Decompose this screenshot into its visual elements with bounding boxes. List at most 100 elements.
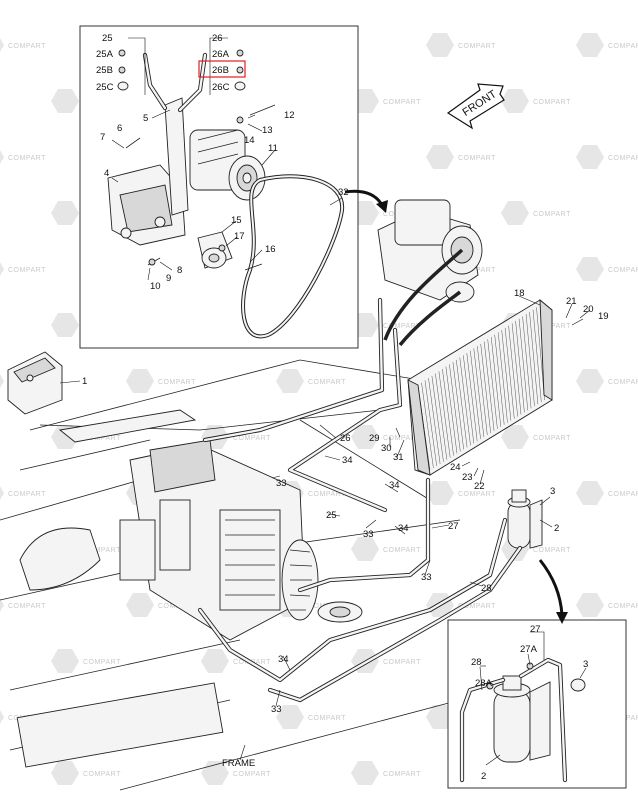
svg-text:COMPART: COMPART — [8, 491, 46, 498]
callout-4: 4 — [104, 168, 109, 179]
callout-2-main: 2 — [554, 523, 559, 534]
watermark-tile: COMPART — [501, 89, 571, 113]
callout-34c: 34 — [398, 523, 409, 534]
hvac-unit — [119, 439, 319, 641]
watermark-tile: COMPART — [576, 481, 638, 505]
callout-13: 13 — [262, 125, 273, 136]
svg-text:COMPART: COMPART — [308, 491, 346, 498]
compressor-inset-panel — [79, 25, 359, 349]
callout-26C: 26C — [212, 82, 230, 93]
callout-34b: 34 — [389, 480, 400, 491]
watermark-tile: COMPART — [0, 262, 46, 276]
svg-text:COMPART: COMPART — [8, 43, 46, 50]
callout-27-main: 27 — [448, 521, 459, 532]
callout-17: 17 — [234, 231, 245, 242]
svg-text:COMPART: COMPART — [608, 491, 638, 498]
watermark-tile: COMPART — [576, 369, 638, 393]
svg-text:COMPART: COMPART — [383, 771, 421, 778]
svg-text:COMPART: COMPART — [8, 603, 46, 610]
callout-8: 8 — [177, 265, 182, 276]
callout-2-detail: 2 — [481, 771, 486, 782]
svg-text:COMPART: COMPART — [383, 547, 421, 554]
callout-25A: 25A — [96, 49, 114, 60]
callout-18: 18 — [514, 288, 525, 299]
svg-text:COMPART: COMPART — [383, 435, 421, 442]
watermark-tile: COMPART — [51, 761, 121, 785]
callout-28A: 28A — [475, 678, 493, 689]
watermark-tile: COMPART — [576, 257, 638, 281]
callout-20: 20 — [583, 304, 594, 315]
svg-text:COMPART: COMPART — [233, 435, 271, 442]
watermark-tile: COMPART — [576, 145, 638, 169]
svg-text:COMPART: COMPART — [83, 771, 121, 778]
callout-22: 22 — [474, 481, 485, 492]
svg-text:COMPART: COMPART — [533, 435, 571, 442]
watermark-tile: COMPART — [351, 89, 421, 113]
watermark-tile: COMPART — [351, 761, 421, 785]
callout-27A: 27A — [520, 644, 538, 655]
svg-text:COMPART: COMPART — [308, 715, 346, 722]
callout-16: 16 — [265, 244, 276, 255]
watermark-tile: COMPART — [126, 369, 196, 393]
callout-27-detail: 27 — [530, 624, 541, 635]
svg-text:COMPART: COMPART — [608, 603, 638, 610]
svg-text:COMPART: COMPART — [233, 771, 271, 778]
svg-text:COMPART: COMPART — [83, 547, 121, 554]
watermark-tile: COMPART — [276, 369, 346, 393]
svg-text:COMPART: COMPART — [458, 603, 496, 610]
callout-23: 23 — [462, 472, 473, 483]
callout-33d: 33 — [271, 704, 282, 715]
svg-text:COMPART: COMPART — [83, 659, 121, 666]
watermark-tile: COMPART — [0, 486, 46, 500]
callout-33c: 33 — [421, 572, 432, 583]
inset-arrow — [344, 189, 384, 206]
watermark-tile: COMPART — [426, 145, 496, 169]
callout-33b: 33 — [363, 529, 374, 540]
callout-29: 29 — [369, 433, 380, 444]
callout-31: 31 — [393, 452, 404, 463]
callout-26B: 26B — [212, 65, 229, 76]
hoses — [197, 297, 523, 703]
svg-text:COMPART: COMPART — [83, 435, 121, 442]
svg-text:COMPART: COMPART — [458, 491, 496, 498]
svg-text:COMPART: COMPART — [608, 155, 638, 162]
drier-detail-inset — [447, 619, 627, 789]
callout-3-main: 3 — [550, 486, 555, 497]
callout-10: 10 — [150, 281, 161, 292]
callout-26A: 26A — [212, 49, 230, 60]
watermark-tile: COMPART — [51, 649, 121, 673]
callout-9: 9 — [166, 273, 171, 284]
watermark-tile: COMPART — [426, 33, 496, 57]
leader-lines — [59, 295, 591, 761]
callout-25: 25 — [102, 33, 113, 44]
callout-3-detail: 3 — [583, 659, 588, 670]
svg-text:COMPART: COMPART — [533, 211, 571, 218]
callout-19: 19 — [598, 311, 609, 322]
watermark-tile: COMPART — [576, 33, 638, 57]
svg-text:COMPART: COMPART — [383, 323, 421, 330]
svg-text:COMPART: COMPART — [533, 547, 571, 554]
callout-25-main: 25 — [326, 510, 337, 521]
callout-26-main: 26 — [340, 433, 351, 444]
svg-text:COMPART: COMPART — [8, 155, 46, 162]
svg-text:COMPART: COMPART — [608, 43, 638, 50]
callout-14: 14 — [244, 135, 255, 146]
watermark-tile: COMPART — [351, 425, 421, 449]
callout-25B: 25B — [96, 65, 113, 76]
callout-26: 26 — [212, 33, 223, 44]
watermark-tile: COMPART — [576, 593, 638, 617]
watermark-tile: COMPART — [276, 705, 346, 729]
callout-34d: 34 — [278, 654, 289, 665]
watermark-tile: COMPART — [501, 425, 571, 449]
watermark-tile: COMPART — [0, 38, 46, 52]
watermark-tile: COMPART — [426, 481, 496, 505]
frame-structure — [0, 359, 461, 791]
callout-7: 7 — [100, 132, 105, 143]
callout-21: 21 — [566, 296, 577, 307]
callout-24: 24 — [450, 462, 461, 473]
callout-34a: 34 — [342, 455, 353, 466]
svg-text:COMPART: COMPART — [308, 379, 346, 386]
callout-33a: 33 — [276, 478, 287, 489]
front-arrow: FRONT — [446, 83, 505, 130]
